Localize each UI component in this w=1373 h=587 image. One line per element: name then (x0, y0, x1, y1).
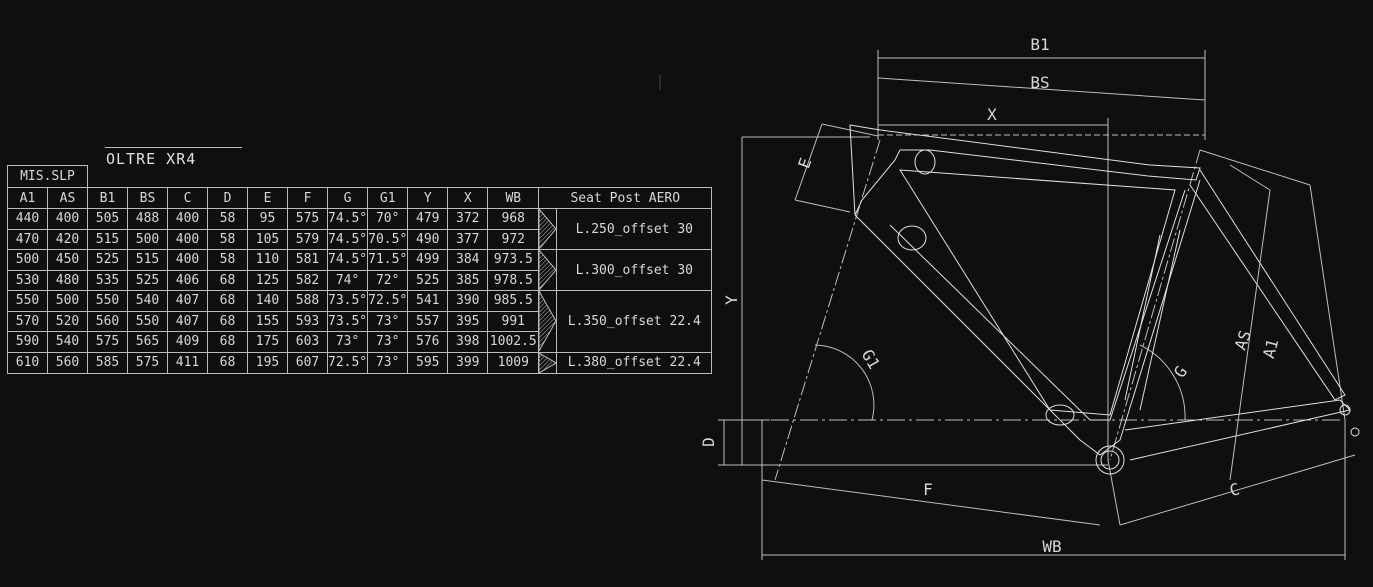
label-d: D (699, 437, 718, 447)
cell-y: 595 (407, 351, 449, 374)
column-header-wb: WB (487, 187, 540, 209)
cell-f: 593 (287, 310, 328, 332)
cell-b1: 535 (87, 269, 128, 291)
label-c: C (1227, 479, 1241, 500)
cell-as: 540 (47, 331, 88, 353)
cell-f: 607 (287, 351, 328, 374)
cell-b1: 560 (87, 310, 128, 332)
cell-a1: 530 (7, 269, 48, 291)
column-header-g1: G1 (367, 187, 409, 209)
cell-e: 195 (247, 351, 288, 374)
seat-post-spec: L.380_offset 22.4 (556, 351, 713, 374)
seat-post-spec: L.350_offset 22.4 (556, 290, 713, 353)
cell-g: 74.5° (326, 208, 369, 230)
label-x: X (987, 105, 997, 124)
column-header-b1: B1 (87, 187, 128, 209)
cell-e: 155 (247, 310, 288, 332)
cell-d: 68 (207, 310, 248, 332)
label-a1: A1 (1259, 337, 1282, 361)
cell-bs: 525 (127, 269, 168, 291)
cell-c: 400 (167, 208, 208, 230)
column-header-bs: BS (127, 187, 168, 209)
cell-a1: 610 (7, 351, 48, 374)
cell-c: 406 (167, 269, 208, 291)
column-header-g: G (326, 187, 369, 209)
cell-e: 140 (247, 290, 288, 312)
cell-g1: 73° (367, 351, 409, 374)
cell-d: 68 (207, 351, 248, 374)
dimension-lines (718, 50, 1356, 560)
seat-post-header: Seat Post AERO (538, 187, 713, 209)
cell-e: 125 (247, 269, 288, 291)
cell-wb: 978.5 (487, 269, 540, 291)
label-y: Y (722, 295, 741, 305)
hatched-arrow-icon (538, 208, 558, 250)
cell-c: 409 (167, 331, 208, 353)
cell-y: 557 (407, 310, 449, 332)
cell-f: 575 (287, 208, 328, 230)
cell-g1: 70° (367, 208, 409, 230)
label-b1: B1 (1030, 35, 1049, 54)
cell-c: 407 (167, 290, 208, 312)
model-title: OLTRE XR4 (106, 150, 197, 168)
title-underline (105, 147, 242, 148)
cell-g1: 70.5° (367, 228, 409, 250)
cell-a1: 570 (7, 310, 48, 332)
cell-g: 73.5° (326, 310, 369, 332)
cell-y: 499 (407, 249, 449, 271)
label-e: E (794, 155, 815, 171)
cell-wb: 972 (487, 228, 540, 250)
label-f: F (923, 480, 933, 499)
cell-d: 68 (207, 269, 248, 291)
cell-bs: 550 (127, 310, 168, 332)
cell-f: 588 (287, 290, 328, 312)
frame-outline (849, 124, 1360, 475)
cell-e: 95 (247, 208, 288, 230)
cell-b1: 550 (87, 290, 128, 312)
label-wb: WB (1042, 537, 1061, 556)
seat-post-spec: L.300_offset 30 (556, 249, 713, 291)
cell-bs: 540 (127, 290, 168, 312)
cell-b1: 525 (87, 249, 128, 271)
cell-wb: 985.5 (487, 290, 540, 312)
cell-x: 372 (447, 208, 489, 230)
cell-d: 58 (207, 228, 248, 250)
cell-bs: 565 (127, 331, 168, 353)
column-header-as: AS (47, 187, 88, 209)
cell-bs: 515 (127, 249, 168, 271)
cell-g: 73.5° (326, 290, 369, 312)
cell-g: 72.5° (326, 351, 369, 374)
cell-x: 390 (447, 290, 489, 312)
cell-b1: 505 (87, 208, 128, 230)
cell-b1: 585 (87, 351, 128, 374)
cell-c: 400 (167, 249, 208, 271)
cell-g1: 73° (367, 331, 409, 353)
cell-wb: 973.5 (487, 249, 540, 271)
label-bs: BS (1030, 73, 1049, 92)
cell-g: 74.5° (326, 249, 369, 271)
label-g: G (1170, 362, 1191, 381)
cell-as: 480 (47, 269, 88, 291)
group-header: MIS.SLP (7, 165, 88, 187)
cell-bs: 488 (127, 208, 168, 230)
column-header-x: X (447, 187, 489, 209)
cell-y: 576 (407, 331, 449, 353)
label-as: AS (1231, 328, 1255, 353)
column-header-c: C (167, 187, 208, 209)
cell-a1: 500 (7, 249, 48, 271)
cell-g1: 71.5° (367, 249, 409, 271)
cell-y: 490 (407, 228, 449, 250)
cell-bs: 500 (127, 228, 168, 250)
